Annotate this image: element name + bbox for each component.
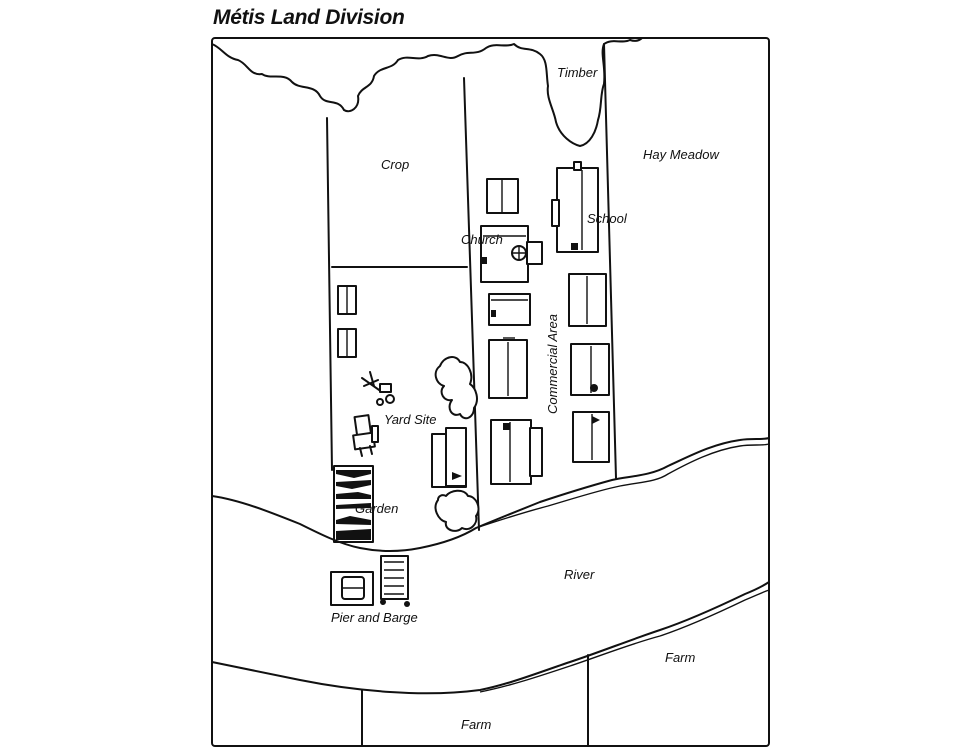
label-river: River [564, 567, 595, 582]
road-west-edge [463, 77, 480, 531]
building-east-2 [570, 343, 610, 396]
school-building [551, 161, 599, 253]
building-small-1 [488, 293, 531, 326]
barge [330, 571, 374, 606]
label-timber: Timber [557, 65, 598, 80]
plow-equipment [361, 371, 395, 406]
church-building [480, 225, 543, 283]
shed-1 [337, 285, 357, 315]
house-yard [431, 427, 467, 488]
label-yard-site: Yard Site [384, 412, 437, 427]
label-church: Church [461, 232, 503, 247]
river-south-bank [211, 581, 770, 695]
label-school: School [587, 211, 628, 226]
timber-treeline [211, 37, 643, 147]
label-pier-and-barge: Pier and Barge [331, 610, 418, 625]
river-south-bank-inner [479, 589, 770, 693]
building-east-3 [572, 411, 610, 463]
label-farm-south: Farm [461, 717, 492, 732]
pier [380, 555, 410, 607]
label-hay-meadow: Hay Meadow [643, 147, 720, 162]
hay-meadow-boundary [603, 43, 617, 479]
label-farm-east: Farm [665, 650, 696, 665]
building-east-1 [568, 273, 607, 327]
trees-yard [434, 356, 480, 532]
building-north [486, 178, 519, 214]
label-crop: Crop [381, 157, 409, 172]
wagon-equipment [352, 414, 379, 457]
crop-west-boundary [326, 117, 333, 471]
garden-plot [333, 465, 374, 543]
river-north-bank [211, 437, 770, 552]
map-title: Métis Land Division [213, 6, 405, 29]
building-commercial-2 [490, 419, 543, 485]
shed-2 [337, 328, 357, 358]
label-commercial-area: Commercial Area [545, 314, 560, 414]
label-garden: Garden [355, 501, 398, 516]
map-border [211, 37, 770, 747]
river-north-bank-inner [475, 443, 770, 529]
building-commercial-1 [488, 337, 528, 399]
